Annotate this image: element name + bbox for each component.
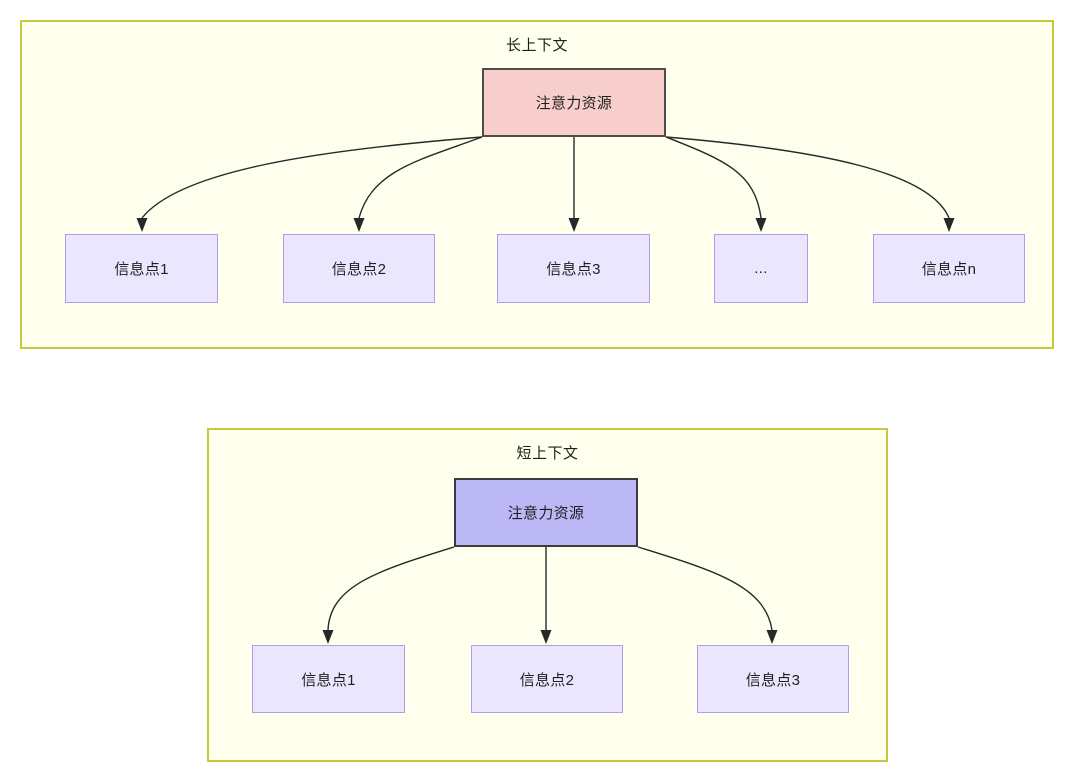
short-context-leaf-2[interactable]: 信息点2 [471, 645, 623, 713]
short-context-title: 短上下文 [516, 445, 579, 462]
long-context-root-label: 注意力资源 [535, 95, 613, 112]
long-context-leaf-n[interactable]: 信息点n [873, 234, 1025, 303]
long-context-leaf-3-label: 信息点3 [546, 261, 601, 278]
short-context-leaf-1-label: 信息点1 [301, 671, 356, 689]
long-context-leaf-2-label: 信息点2 [331, 261, 387, 278]
long-context-leaf-1[interactable]: 信息点1 [65, 234, 218, 303]
long-context-leaf-2[interactable]: 信息点2 [283, 234, 435, 303]
long-context-leaf-n-label: 信息点n [921, 261, 977, 278]
short-context-leaf-3[interactable]: 信息点3 [697, 645, 849, 713]
short-context-root-node[interactable]: 注意力资源 [454, 478, 638, 547]
long-context-leaf-3[interactable]: 信息点3 [497, 234, 650, 303]
short-context-leaf-3-label: 信息点3 [745, 671, 801, 689]
long-context-leaf-ellipsis[interactable]: ... [714, 234, 808, 303]
short-context-leaf-1[interactable]: 信息点1 [252, 645, 405, 713]
short-context-leaf-2-label: 信息点2 [519, 671, 575, 689]
short-context-root-label: 注意力资源 [507, 505, 585, 522]
long-context-leaf-1-label: 信息点1 [114, 261, 169, 278]
long-context-leaf-ellipsis-label: ... [754, 260, 768, 277]
long-context-root-node[interactable]: 注意力资源 [482, 68, 666, 137]
long-context-title: 长上下文 [505, 37, 568, 54]
